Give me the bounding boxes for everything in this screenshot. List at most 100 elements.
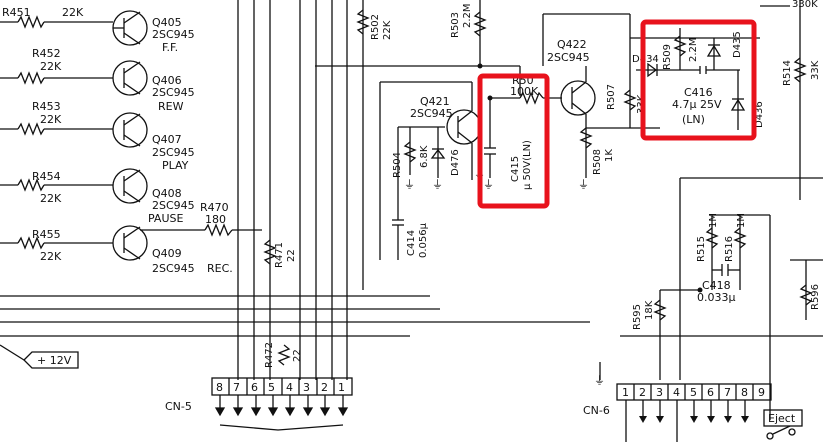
r453-label: R453 (32, 100, 61, 113)
ground-r504: ⏚ (404, 178, 415, 191)
q407-symbol (112, 112, 148, 148)
q408-function: PAUSE (148, 212, 183, 225)
r470-label: R470 (200, 201, 229, 214)
plus-12v-label: + 12V (37, 354, 72, 367)
q409-type: 2SC945 (152, 262, 195, 275)
ground-c415: ⏚ (483, 178, 494, 191)
r452-value: 22K (40, 60, 62, 73)
r506-value: 100K (510, 85, 539, 98)
q407-function: PLAY (162, 159, 189, 172)
eject-label: Eject (768, 412, 796, 425)
r471-value: 22 (286, 249, 297, 262)
q409-label: Q409 (152, 247, 182, 260)
key-transistor-section: R451 22K Q405 2SC945 F.F. R452 22K Q406 … (0, 6, 590, 337)
r472-value: 22 (292, 349, 303, 362)
r502-value: 22K (382, 20, 393, 40)
r516-value: 1M (736, 213, 747, 228)
cn5-connector: 8 7 6 5 4 3 2 1 CN-5 (165, 377, 353, 431)
r451-label: R451 (2, 6, 31, 19)
cn6-connector: 1 2 3 4 5 6 7 8 9 CN-6 Eject (583, 383, 803, 442)
q405-type: 2SC945 (152, 28, 195, 41)
cn5-label: CN-5 (165, 400, 192, 413)
cn5-pin-4: 4 (286, 381, 293, 394)
c416-section: D434 R509 2.2M D435 D436 C416 4.7μ 25V (… (630, 0, 821, 200)
cn5-pin-2: 2 (321, 381, 328, 394)
q407-label: Q407 (152, 133, 182, 146)
c416-note: (LN) (682, 113, 705, 126)
c416-value: 4.7μ 25V (672, 98, 722, 111)
cn6-pin-6: 6 (707, 386, 714, 399)
q407-type: 2SC945 (152, 146, 195, 159)
cn5-pin-5: 5 (268, 381, 275, 394)
cn6-pin-9: 9 (758, 386, 765, 399)
ground-cn6: ⏚ (594, 374, 605, 387)
c415-label: C415 (510, 156, 521, 182)
q408-type: 2SC945 (152, 199, 195, 212)
r514-label: R514 (782, 60, 793, 86)
r508-label: R508 (592, 149, 603, 175)
r515-value: 1M (708, 213, 719, 228)
q421-label: Q421 (420, 95, 450, 108)
q408-symbol (112, 168, 148, 204)
r455-value: 22K (40, 250, 62, 263)
r503-label: R503 (450, 12, 461, 38)
q405-label: Q405 (152, 16, 182, 29)
r454-value: 22K (40, 192, 62, 205)
r454-label: R454 (32, 170, 61, 183)
q406-symbol (112, 60, 148, 96)
bus-lines: R471 22 R472 22 (237, 0, 348, 380)
cn6-pin-4: 4 (673, 386, 680, 399)
ground-d476: ⏚ (432, 178, 443, 191)
r507-label: R507 (606, 84, 617, 110)
q409-symbol (112, 225, 148, 261)
q421-symbol (446, 109, 482, 145)
r509-value: 2.2M (688, 37, 699, 62)
r595-value: 18K (644, 300, 655, 320)
d476-label: D476 (450, 149, 461, 176)
r504-value: 6.8K (419, 145, 430, 168)
q406-type: 2SC945 (152, 86, 195, 99)
ground-r508: ⏚ (578, 178, 589, 191)
r595-label: R595 (632, 304, 643, 330)
q409-function: REC. (207, 262, 233, 275)
q421-type: 2SC945 (410, 107, 453, 120)
highlight-c416 (640, 19, 757, 141)
c416-label: C416 (684, 86, 713, 99)
q422-symbol (560, 80, 596, 116)
cn5-pin-6: 6 (251, 381, 258, 394)
cn6-pin-2: 2 (639, 386, 646, 399)
highlight-c415 (477, 73, 550, 209)
r472-label: R472 (264, 342, 275, 368)
cn6-label: CN-6 (583, 404, 610, 417)
d436-label: D436 (754, 101, 765, 128)
r502-label: R502 (370, 14, 381, 40)
cn5-pin-3: 3 (303, 381, 310, 394)
q421-q422-section: R502 22K R503 2.2M Q421 2SC945 ⏚ R504 6.… (315, 0, 660, 290)
d435-label: D435 (732, 31, 743, 58)
r509-label: R509 (662, 44, 673, 70)
c418-value: 0.033μ (697, 291, 736, 304)
r515-r516-section: R515 1M R516 1M C418 0.033μ R595 18K R59… (594, 177, 823, 420)
r455-label: R455 (32, 228, 61, 241)
r596-label: R596 (810, 284, 821, 310)
cn6-pin-7: 7 (724, 386, 731, 399)
r503-value: 2.2M (462, 3, 473, 28)
cn5-pin-7: 7 (233, 381, 240, 394)
q422-type: 2SC945 (547, 51, 590, 64)
r452-label: R452 (32, 47, 61, 60)
r470-value: 180 (205, 213, 226, 226)
cn6-pin-8: 8 (741, 386, 748, 399)
cn6-pin-3: 3 (656, 386, 663, 399)
q408-label: Q408 (152, 187, 182, 200)
q406-function: REW (158, 100, 184, 113)
cn5-pin-8: 8 (216, 381, 223, 394)
c415-value: μ 50V(LN) (522, 140, 533, 190)
r508-value: 1K (604, 149, 615, 162)
r471-label: R471 (274, 242, 285, 268)
top-right-value: 330K (792, 0, 818, 10)
q406-label: Q406 (152, 74, 182, 87)
c414-value: 0.056μ (418, 222, 429, 258)
c414-label: C414 (406, 230, 417, 256)
q405-function: F.F. (162, 41, 178, 54)
q422-label: Q422 (557, 38, 587, 51)
